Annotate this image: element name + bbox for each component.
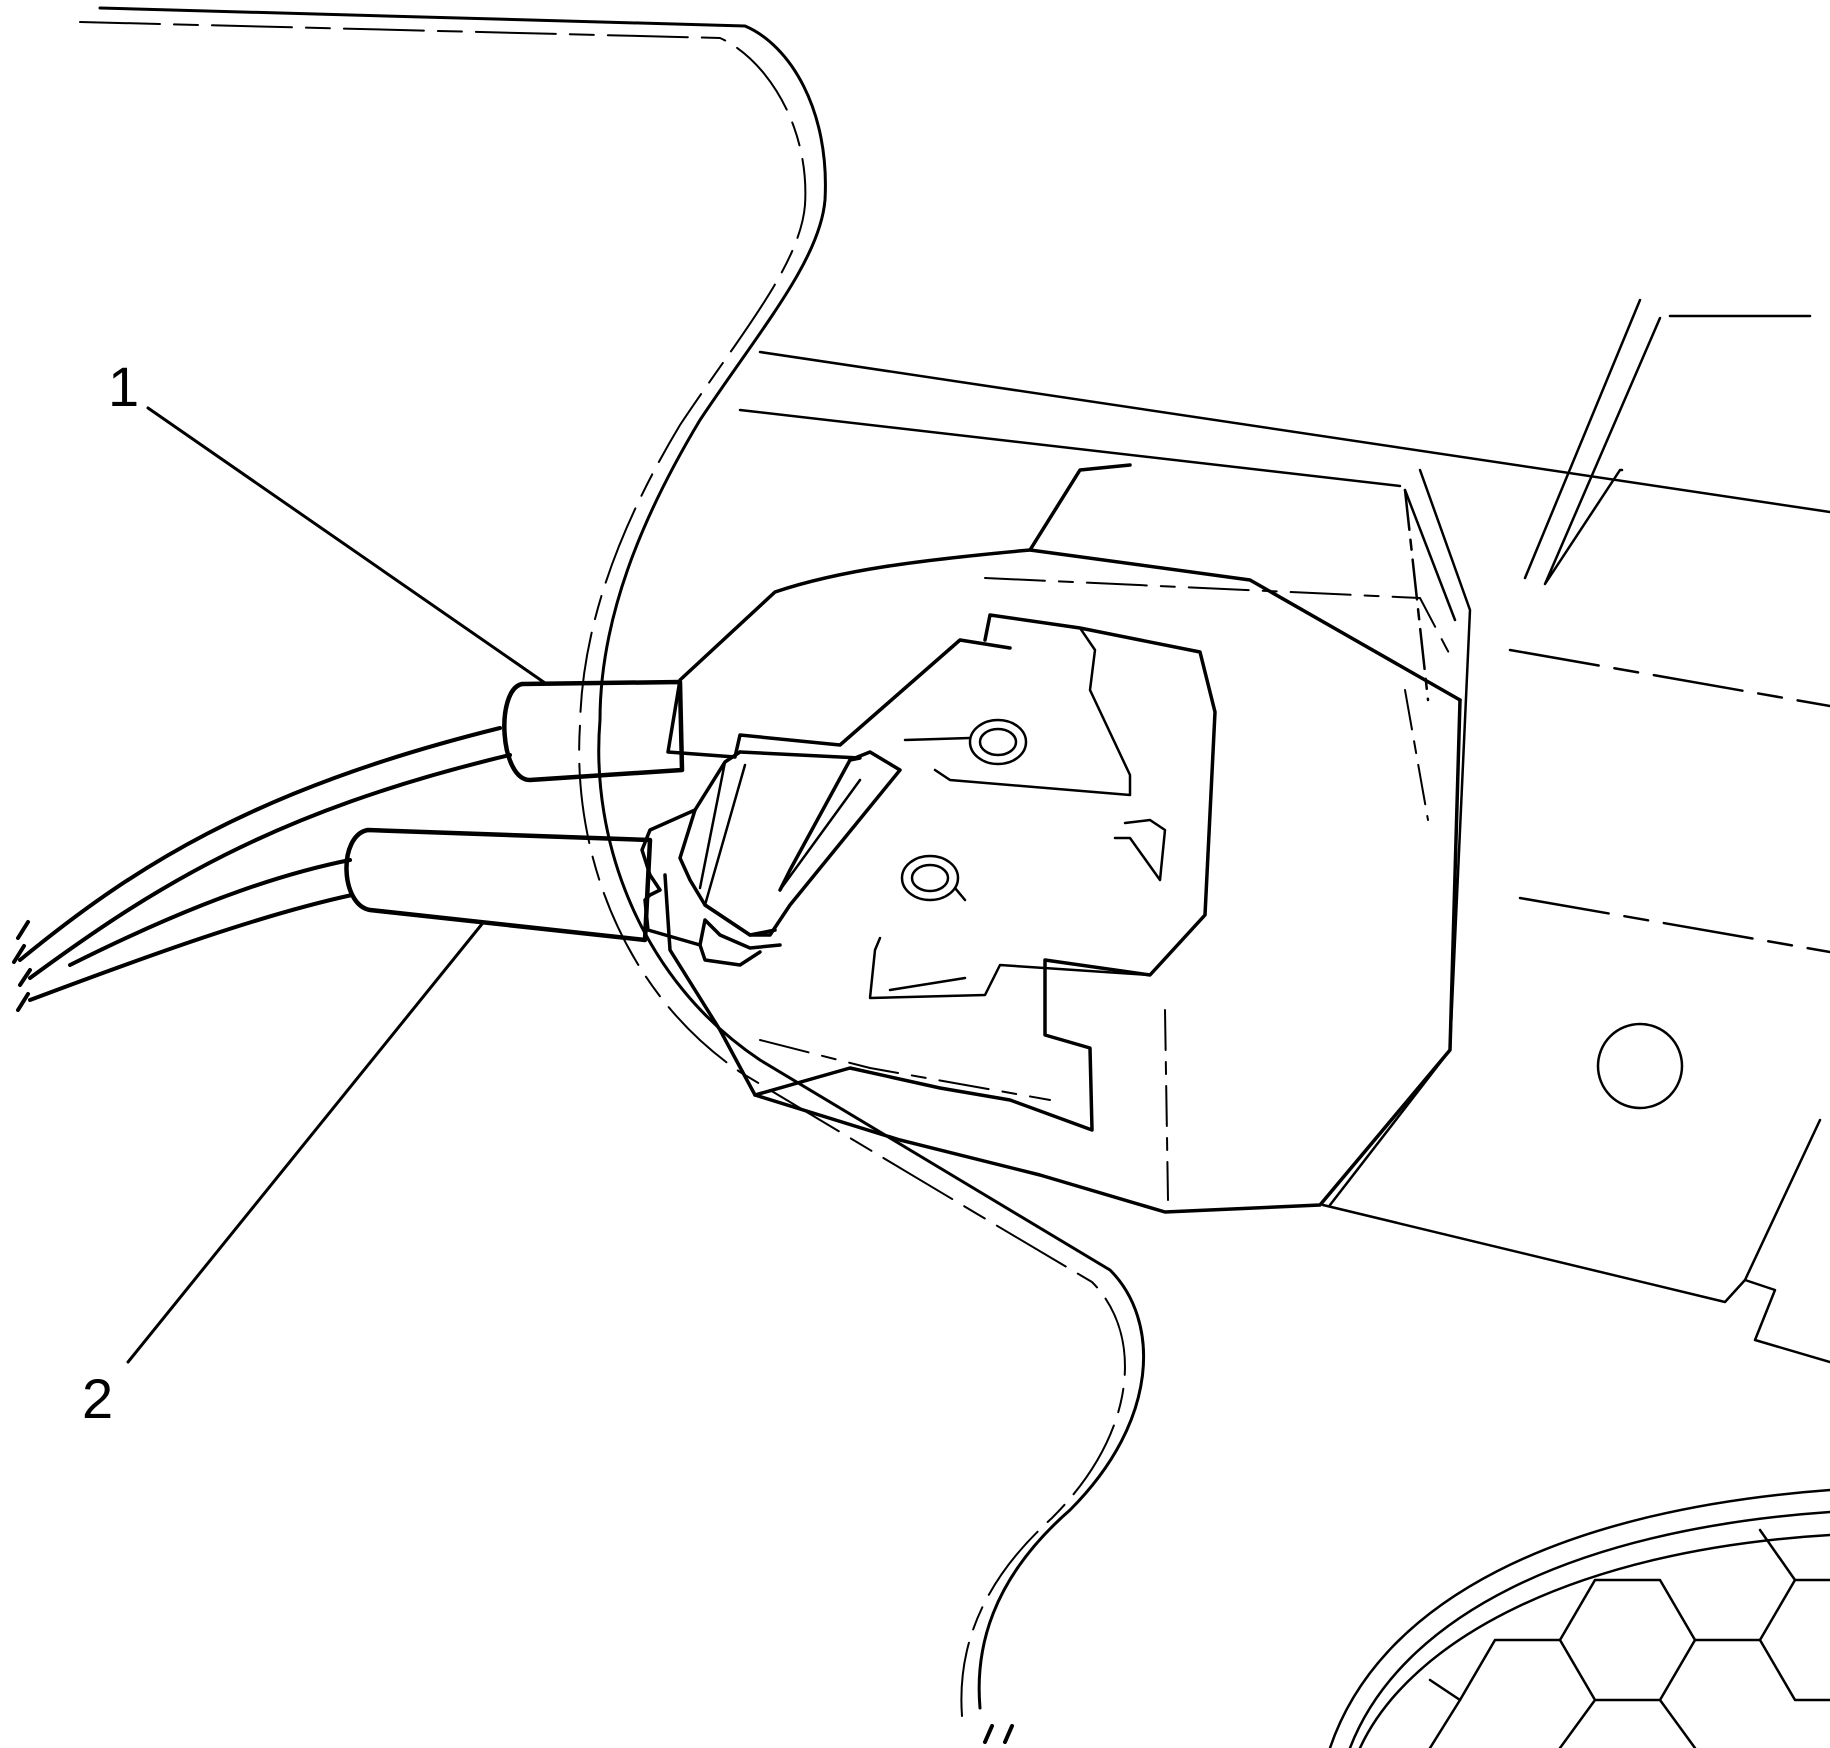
panel-hole bbox=[1596, 1022, 1684, 1110]
connector-housing bbox=[663, 463, 1462, 1214]
cable-2 bbox=[28, 827, 653, 1002]
body-frame-lines bbox=[738, 298, 1830, 1364]
cable-clip bbox=[640, 750, 902, 967]
grille-pattern bbox=[1328, 1488, 1830, 1748]
cable-1 bbox=[18, 679, 685, 980]
trim-panel-outline bbox=[79, 6, 1146, 1717]
callout-2: 2 bbox=[82, 1367, 113, 1430]
callout-1: 1 bbox=[108, 355, 139, 418]
cable-break-marks bbox=[12, 920, 1014, 1744]
leader-line-2 bbox=[126, 922, 484, 1364]
terminal-eyelets bbox=[900, 718, 1028, 902]
leader-line-1 bbox=[146, 406, 547, 685]
